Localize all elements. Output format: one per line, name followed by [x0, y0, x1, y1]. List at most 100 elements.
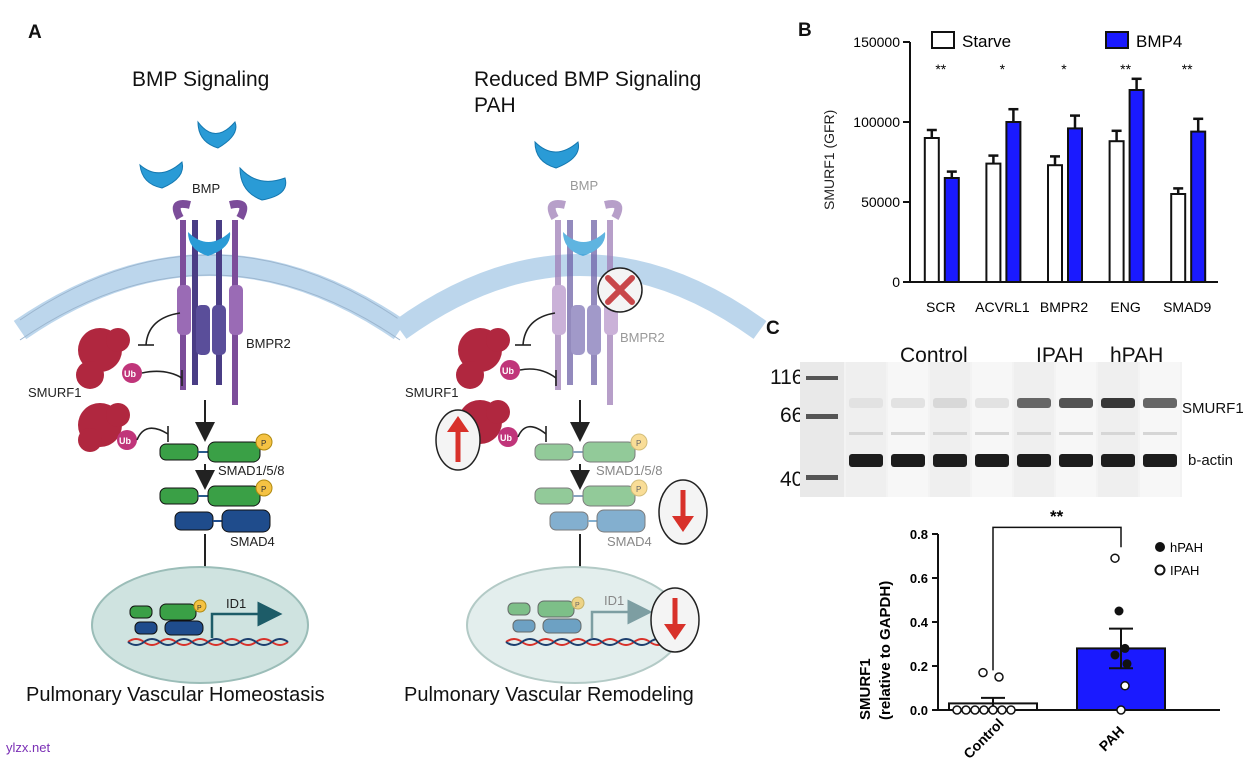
panel-c-letter: C: [766, 318, 780, 339]
smurf1-enzyme-icon: [76, 328, 130, 452]
x-tick-label: ENG: [1110, 299, 1140, 315]
smad-complex-icon: [159, 479, 273, 533]
data-point-ipah: [978, 667, 988, 678]
y-axis-label: SMURF1 (GFR): [821, 110, 837, 210]
cell-membrane: [13, 254, 407, 340]
b-actin-band: [1017, 454, 1051, 467]
phospho-label: P: [636, 439, 641, 448]
transcription-complex-icon: [507, 596, 585, 634]
marker-40: 40: [780, 468, 804, 491]
data-point-hpah: [1120, 643, 1130, 653]
blot-lane: [1014, 362, 1054, 497]
smurf1-band: [1017, 398, 1051, 408]
ub-label: Ub: [500, 433, 512, 443]
bar-starve: [1170, 193, 1187, 283]
data-point-ipah: [1110, 553, 1120, 563]
blot-lane: [1098, 362, 1138, 497]
smad4-label: SMAD4: [230, 534, 275, 549]
transcription-complex-icon: [127, 599, 289, 646]
band-label-b-actin: b-actin: [1188, 452, 1234, 469]
left-scheme-caption: Pulmonary Vascular Homeostasis: [26, 684, 325, 706]
ub-label: Ub: [124, 369, 136, 379]
ub-label: Ub: [119, 436, 131, 446]
bar-starve: [1047, 164, 1063, 283]
blot-lane: [888, 362, 928, 497]
ub-label: Ub: [502, 366, 514, 376]
faint-band: [1017, 432, 1051, 435]
data-point-ipah: [961, 705, 971, 715]
right-scheme-title-line2: PAH: [474, 94, 516, 117]
blot-group-control: Control: [900, 344, 968, 367]
y-tick-label: 0.6: [910, 571, 928, 586]
blot-lane: [1140, 362, 1180, 497]
b-actin-band: [849, 454, 883, 467]
data-point-ipah: [1006, 705, 1016, 715]
x-tick-label: SCR: [926, 299, 956, 315]
smurf1-band: [891, 398, 925, 408]
blot-lane: [1056, 362, 1096, 497]
bmp-label: BMP: [570, 178, 598, 193]
x-tick-label: ACVRL1: [975, 299, 1030, 315]
bmpr2-label: BMPR2: [620, 330, 665, 345]
significance-marker: **: [1120, 61, 1131, 77]
id1-label: ID1: [226, 596, 246, 611]
significance-marker: *: [1061, 61, 1067, 77]
b-actin-band: [891, 454, 925, 467]
data-point-ipah: [1120, 681, 1130, 691]
significance-marker: **: [1182, 61, 1193, 77]
ubiquitin-icon: [117, 363, 142, 450]
bar-starve: [1108, 140, 1125, 283]
smad158-icon: [159, 433, 273, 463]
bmp-ligand-icon: [534, 140, 580, 169]
legend-label-ipah: IPAH: [1170, 563, 1199, 578]
bar-bmp4: [1128, 89, 1145, 283]
y-axis-label-line1: SMURF1: [857, 658, 874, 720]
blot-lane: [972, 362, 1012, 497]
phospho-label: P: [197, 605, 202, 612]
legend-marker-ipah: [1154, 564, 1166, 576]
x-tick-label: SMAD9: [1163, 299, 1211, 315]
faint-band: [1143, 432, 1177, 435]
blot-group-hpah: hPAH: [1110, 344, 1164, 367]
data-point-ipah: [1116, 705, 1126, 715]
y-tick-label: 0.4: [910, 615, 929, 630]
y-tick-label: 0: [892, 274, 900, 290]
bar-bmp4: [1190, 130, 1207, 283]
b-actin-band: [933, 454, 967, 467]
b-actin-band: [1059, 454, 1093, 467]
bar-starve: [923, 137, 940, 283]
smad4-label: SMAD4: [607, 534, 652, 549]
band-label-smurf1: SMURF1: [1182, 400, 1244, 417]
smurf1-band: [933, 398, 967, 408]
bar-bmp4: [943, 177, 960, 283]
ladder-band: [806, 475, 838, 480]
x-tick-label: BMPR2: [1040, 299, 1088, 315]
phospho-label: P: [636, 485, 641, 494]
panel-b-bar-chart: SMURF1 (GFR) Starve BMP4 050000100000150…: [821, 31, 1218, 315]
western-blot-image: [800, 362, 1182, 497]
panel-c-dot-bar-chart: SMURF1 (relative to GAPDH) hPAH IPAH ** …: [857, 507, 1220, 762]
y-tick-label: 0.2: [910, 659, 928, 674]
smurf1-label: SMURF1: [28, 385, 81, 400]
x-tick-label: Control: [960, 715, 1007, 762]
legend-marker-hpah: [1155, 542, 1165, 552]
bmp-label: BMP: [192, 181, 220, 196]
marker-116: 116: [770, 366, 804, 389]
data-point-ipah: [979, 705, 989, 715]
faint-band: [975, 432, 1009, 435]
bmp-receptor-complex: [172, 199, 248, 405]
y-tick-label: 100000: [853, 114, 900, 130]
phospho-label: P: [575, 602, 580, 609]
y-axis-label-line2: (relative to GAPDH): [877, 581, 894, 720]
phospho-label: P: [261, 485, 266, 494]
increase-arrow-icon: [435, 409, 481, 471]
decrease-arrow-icon: [650, 587, 700, 653]
bar-bmp4: [1067, 127, 1083, 283]
blot-lane: [930, 362, 970, 497]
b-actin-band: [1143, 454, 1177, 467]
faint-band: [1059, 432, 1093, 435]
faint-band: [849, 432, 883, 435]
bmp-receptor-complex: [547, 199, 623, 405]
panel-b-letter: B: [798, 20, 812, 41]
blot-group-ipah: IPAH: [1036, 344, 1084, 367]
